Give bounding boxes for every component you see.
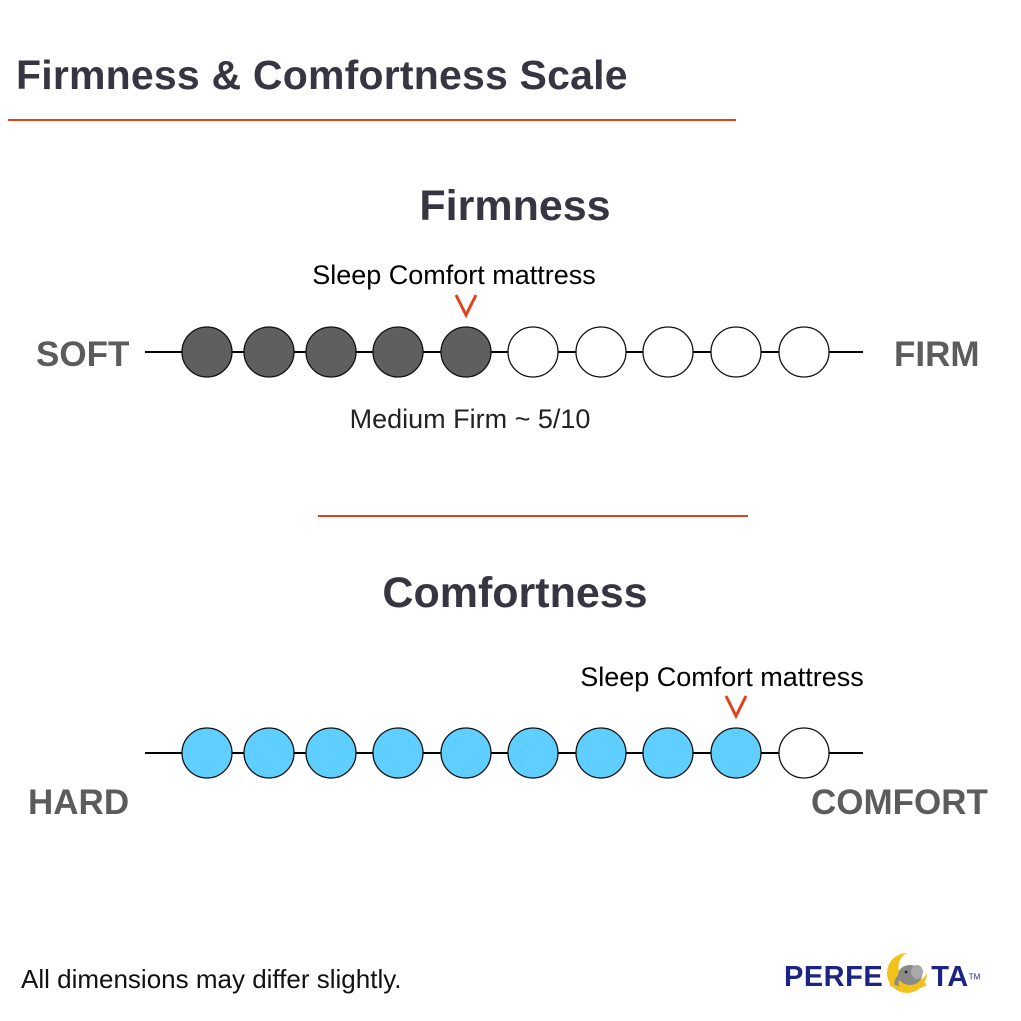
scale-dot-filled [575,727,627,779]
firmness-right-label: FIRM [894,335,980,374]
comfortness-dots [181,727,830,779]
firmness-dots [181,326,830,378]
scale-dot-empty [710,326,762,378]
scale-dot-filled [181,727,233,779]
firmness-heading: Firmness [419,182,611,230]
firmness-marker-icon [454,294,478,319]
scale-dot-filled [372,326,424,378]
scale-dot-filled [372,727,424,779]
comfortness-right-label: COMFORT [811,783,988,822]
scale-dot-filled [243,326,295,378]
scale-dot-filled [305,326,357,378]
scale-dot-filled [243,727,295,779]
scale-dot-filled [440,727,492,779]
scale-dot-filled [507,727,559,779]
comfortness-marker-icon [724,695,748,720]
comfortness-product-label: Sleep Comfort mattress [580,662,864,692]
comfortness-scale [145,695,863,779]
elephant-moon-icon [887,953,928,993]
comfortness-heading: Comfortness [382,569,648,617]
trademark-mark: TM [968,972,981,982]
brand-name-part1: PERFE [784,961,884,993]
scale-dot-filled [710,727,762,779]
firmness-product-label: Sleep Comfort mattress [312,260,596,290]
firmness-scale [145,294,863,378]
scale-dot-empty [575,326,627,378]
scale-dot-filled [181,326,233,378]
scale-dot-filled [642,727,694,779]
scale-dot-empty [778,727,830,779]
comfortness-left-label: HARD [28,783,130,822]
scale-dot-filled [305,727,357,779]
scale-dot-empty [778,326,830,378]
scale-dot-empty [507,326,559,378]
firmness-left-label: SOFT [36,335,130,374]
footer-note: All dimensions may differ slightly. [21,964,402,994]
scale-dot-filled [440,326,492,378]
scale-dot-empty [642,326,694,378]
section-divider [318,515,748,517]
brand-logo: PERFE TATM [784,950,980,1002]
title-divider [8,119,736,121]
brand-name-part2: TA [931,961,969,993]
page-title: Firmness & Comfortness Scale [16,52,628,98]
firmness-rating-text: Medium Firm ~ 5/10 [349,404,591,434]
